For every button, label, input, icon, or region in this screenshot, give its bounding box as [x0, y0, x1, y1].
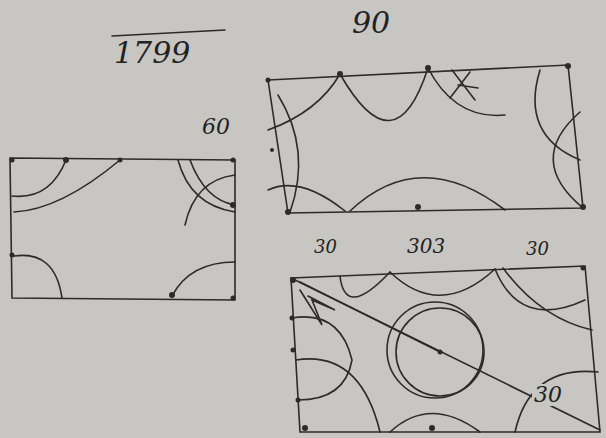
arc [350, 178, 505, 211]
arc [292, 317, 352, 400]
radius-line [300, 282, 440, 352]
dimension-label: 30 [524, 240, 551, 258]
dimension-label: 303 [405, 236, 447, 256]
dimension-label: 90 [350, 8, 392, 38]
dimension-label: 30 [312, 238, 339, 256]
arc [268, 74, 340, 130]
diagonal-line [291, 278, 600, 430]
arc [268, 186, 345, 211]
corner-dots [266, 63, 587, 215]
arc [12, 160, 66, 196]
arc [14, 160, 120, 212]
arc [14, 255, 62, 298]
sum-result: 1799 [112, 38, 192, 68]
arc [515, 371, 598, 432]
arc [553, 112, 583, 208]
cross-mark [450, 70, 478, 100]
rectangle-outline [291, 266, 600, 432]
corner-dots [10, 157, 237, 301]
rectangle-outline [268, 65, 583, 213]
arc [185, 175, 235, 225]
dimension-label: 60 [200, 116, 232, 138]
corner-dots [290, 266, 586, 432]
dimension-label: 30 [532, 384, 564, 406]
arc [390, 269, 495, 295]
circle [387, 302, 483, 398]
arc [390, 414, 480, 433]
arc [535, 70, 580, 160]
star-scribble [300, 290, 335, 325]
rectangle-outline [10, 158, 235, 300]
arc [296, 359, 380, 432]
arc [340, 272, 390, 297]
arc [503, 268, 592, 330]
arc [172, 262, 235, 296]
sum-rule [112, 30, 225, 36]
arc [278, 95, 299, 212]
arc [428, 68, 505, 115]
arc [340, 68, 428, 121]
